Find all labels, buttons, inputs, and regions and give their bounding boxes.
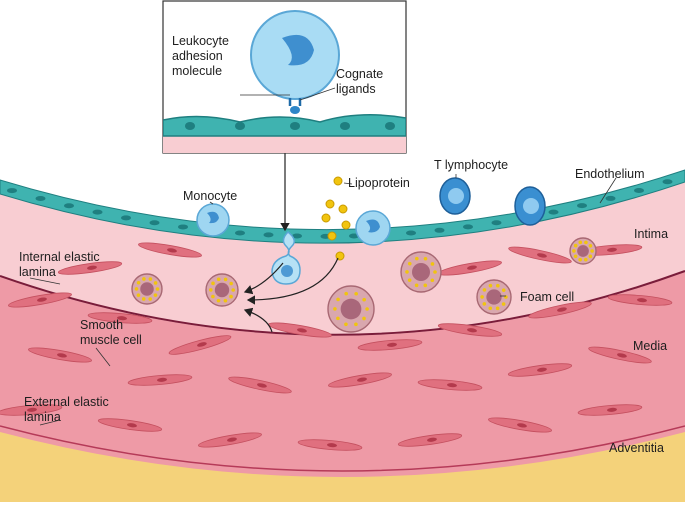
label-t-lymphocyte: T lymphocyte (434, 158, 509, 172)
endothelial-nucleus (634, 187, 644, 193)
foam-cell (569, 237, 597, 265)
endothelial-nucleus (7, 188, 17, 194)
smooth-muscle-cell (138, 242, 202, 258)
label-foam-cell: Foam cell (520, 290, 575, 304)
t-lymphocytes (439, 177, 546, 226)
endothelial-nucleus (121, 215, 131, 221)
endothelial-nucleus (662, 179, 673, 185)
endothelial-nucleus (463, 224, 473, 230)
inset-nucleus (340, 122, 350, 130)
endothelial-nucleus (292, 233, 302, 239)
inset-nucleus (385, 122, 395, 130)
endothelial-nucleus (605, 195, 616, 201)
label-internal-elastic-lamina: Internal elastic lamina (19, 250, 100, 279)
smooth-muscle-cell (328, 372, 392, 388)
smooth-muscle-cell (397, 433, 463, 447)
smooth-muscle-cell (297, 439, 363, 451)
endothelial-nucleus (92, 209, 103, 215)
smooth-muscle-cell (417, 379, 483, 391)
label-lipoprotein: Lipoprotein (348, 176, 410, 190)
endothelial-nucleus (35, 196, 46, 202)
label-media: Media (633, 339, 668, 353)
endothelial-nucleus (149, 220, 160, 226)
smooth-muscle-cell (437, 323, 503, 337)
smooth-muscle-cell (198, 432, 262, 448)
smooth-muscle-cell (228, 376, 292, 394)
leader-lines (29, 174, 617, 426)
endothelial-nucleus (235, 230, 245, 236)
inset-nucleus (235, 122, 245, 130)
endothelial-nucleus (406, 230, 416, 236)
smooth-muscle-cell (168, 335, 232, 355)
smooth-muscle-cell (508, 246, 572, 264)
smooth-muscle-cell (577, 404, 643, 416)
smooth-muscle-cell (607, 294, 673, 306)
inset-nucleus (185, 122, 195, 130)
smooth-muscle-cells (0, 242, 673, 451)
smooth-muscle-cell (57, 261, 123, 275)
foam-cell (131, 273, 163, 305)
label-leukocyte-adhesion-molecule: Leukocyte adhesion molecule (172, 34, 229, 78)
smooth-muscle-cell (528, 301, 592, 319)
smooth-muscle-cell (87, 312, 153, 324)
smooth-muscle-cell (28, 347, 92, 363)
smooth-muscle-cell (588, 346, 652, 364)
smooth-muscle-cell (97, 418, 163, 432)
label-external-elastic-lamina: External elastic lamina (24, 395, 109, 424)
label-monocyte: Monocyte (183, 189, 238, 203)
label-endothelium: Endothelium (575, 167, 645, 181)
smooth-muscle-cell (8, 292, 72, 308)
foam-cell (327, 285, 375, 333)
smooth-muscle-cell (488, 417, 552, 433)
smooth-muscle-cell (357, 339, 423, 351)
process-arrows (243, 153, 339, 333)
transmigrating-monocyte (271, 230, 301, 285)
foam-cell (400, 251, 442, 293)
endothelial-nucleus (548, 209, 559, 215)
adhering-monocyte (355, 210, 391, 246)
adventitia-layer (0, 430, 685, 502)
label-adventitia: Adventitia (609, 441, 664, 455)
endothelial-nucleus (349, 233, 359, 239)
internal-elastic-lamina (0, 270, 685, 336)
smooth-muscle-cell (0, 404, 63, 416)
label-intima: Intima (634, 227, 669, 241)
foam-cell (205, 273, 239, 307)
label-cognate-ligands: Cognate ligands (336, 67, 384, 96)
label-smooth-muscle-cell: Smooth muscle cell (80, 318, 142, 347)
endothelial-nucleus (491, 220, 502, 226)
endothelial-nucleus (577, 203, 587, 209)
smooth-muscle-cell (507, 363, 573, 377)
endothelial-nucleus (64, 203, 74, 209)
endothelial-nucleus (178, 224, 188, 230)
smooth-muscle-cell (127, 374, 193, 386)
foam-cells (131, 237, 597, 333)
monocyte-cell (196, 203, 230, 237)
adhesion-inset (162, 0, 407, 154)
inset-nucleus (290, 122, 300, 130)
endothelial-nucleus (434, 227, 445, 233)
lipoprotein-particles (321, 176, 351, 261)
foam-cell (476, 279, 512, 315)
endothelial-nucleus (263, 232, 274, 238)
external-elastic-lamina (0, 425, 685, 472)
